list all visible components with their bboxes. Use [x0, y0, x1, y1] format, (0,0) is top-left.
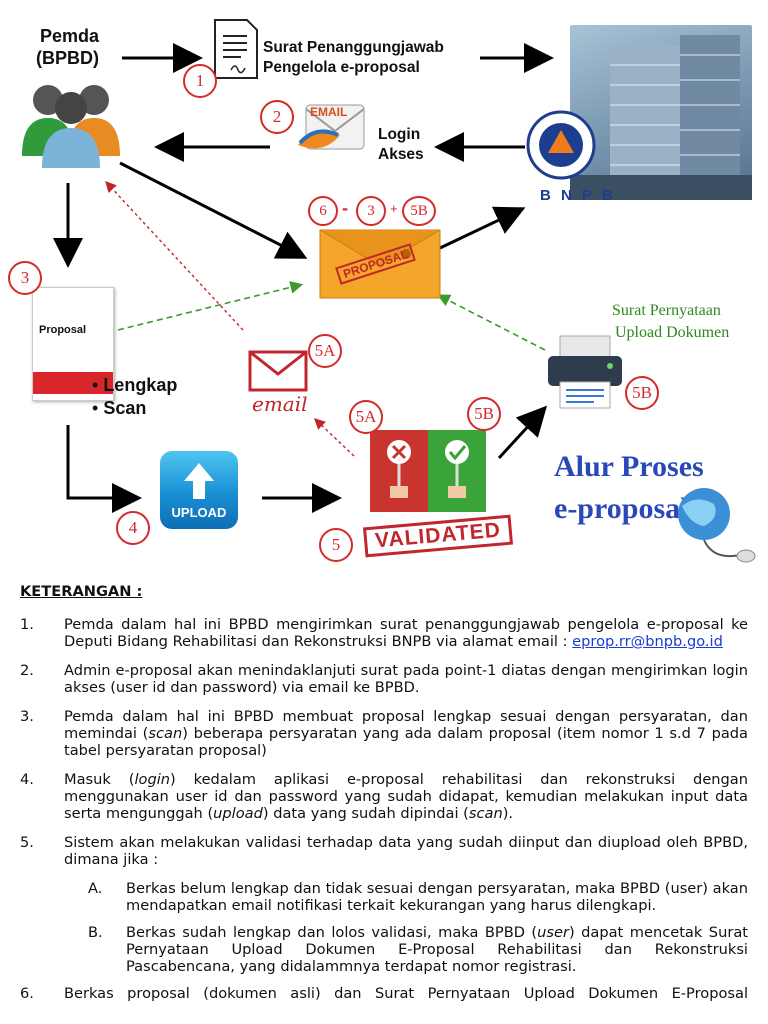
- email-badge: EMAIL: [310, 105, 347, 119]
- reject-panel: [370, 430, 428, 512]
- surat-label-2: Pengelola e-proposal: [263, 58, 420, 78]
- arrow-pemda-to-envelope: [120, 163, 302, 256]
- proposal-bullets: • Lengkap • Scan: [92, 374, 177, 420]
- red-email-icon: [248, 348, 308, 394]
- step-badge-5b-formula: 5B: [402, 196, 436, 226]
- step-badge-5: 5: [319, 528, 353, 562]
- email-link[interactable]: eprop.rr@bnpb.go.id: [572, 633, 723, 650]
- formula-plus: +: [390, 201, 398, 216]
- note-item-5: 5. Sistem akan melakukan validasi terhad…: [20, 834, 748, 868]
- step-badge-3b: 3: [356, 196, 386, 226]
- note-item-2: 2. Admin e-proposal akan menindaklanjuti…: [20, 662, 748, 696]
- note-item-6: 6. Berkas proposal (dokumen asli) dan Su…: [20, 985, 748, 1002]
- pemda-label: Pemda: [40, 26, 99, 46]
- step-badge-5a: 5A: [308, 334, 342, 368]
- login-label-1: Login: [378, 125, 420, 145]
- note-subitem-b: B. Berkas sudah lengkap dan lolos valida…: [88, 924, 748, 975]
- document-icon: [213, 18, 259, 80]
- arrow-scan-to-upload: [68, 425, 136, 498]
- dotted-email-to-pemda: [107, 183, 243, 330]
- upload-label: UPLOAD: [160, 505, 238, 520]
- printer-icon: [546, 334, 624, 410]
- note-item-1: 1. Pemda dalam hal ini BPBD mengirimkan …: [20, 616, 748, 650]
- arrow-validate-to-printer: [499, 410, 543, 458]
- bullet-lengkap: • Lengkap: [92, 374, 177, 397]
- step-badge-4: 4: [116, 511, 150, 545]
- notes-section: KETERANGAN : 1. Pemda dalam hal ini BPBD…: [20, 583, 748, 1014]
- printer-caption-2: Upload Dokumen: [615, 324, 729, 342]
- note-subitem-a: A. Berkas belum lengkap dan tidak sesuai…: [88, 880, 748, 914]
- email-icon: EMAIL: [296, 95, 368, 162]
- note-item-3: 3. Pemda dalam hal ini BPBD membuat prop…: [20, 708, 748, 759]
- dashed-proposal-to-envelope: [118, 285, 300, 330]
- proposal-doc-title: Proposal: [39, 324, 86, 336]
- email-script-label: email: [252, 392, 308, 416]
- bnpb-logo-icon: [526, 110, 596, 180]
- bullet-scan: • Scan: [92, 397, 177, 420]
- note-item-4: 4. Masuk (login) kedalam aplikasi e-prop…: [20, 771, 748, 822]
- users-icon: [18, 78, 122, 170]
- diagram-title-1: Alur Proses: [554, 450, 704, 484]
- dotted-validate-to-email: [316, 420, 354, 456]
- globe-mouse-icon: [660, 484, 760, 568]
- login-label-2: Akses: [378, 145, 424, 165]
- step-badge-1: 1: [183, 64, 217, 98]
- printer-caption-1: Surat Pernyataan: [612, 302, 721, 320]
- notes-heading: KETERANGAN :: [20, 583, 748, 600]
- step-badge-2: 2: [260, 100, 294, 134]
- step-badge-3: 3: [8, 261, 42, 295]
- bnpb-building-photo: [570, 25, 752, 200]
- step-badge-5b-validate: 5B: [467, 397, 501, 431]
- bnpb-label: B N P B: [540, 187, 616, 204]
- approve-panel: [428, 430, 486, 512]
- surat-label-1: Surat Penanggungjawab: [263, 38, 444, 58]
- formula-minus: -: [342, 198, 348, 219]
- pemda-sub-label: (BPBD): [36, 48, 99, 68]
- step-badge-5a-validate: 5A: [349, 400, 383, 434]
- upload-icon: UPLOAD: [160, 451, 238, 529]
- arrow-envelope-to-bnpb: [440, 210, 520, 248]
- dashed-printer-to-envelope: [440, 296, 545, 350]
- step-badge-5b-printer: 5B: [625, 376, 659, 410]
- step-badge-6: 6: [308, 196, 338, 226]
